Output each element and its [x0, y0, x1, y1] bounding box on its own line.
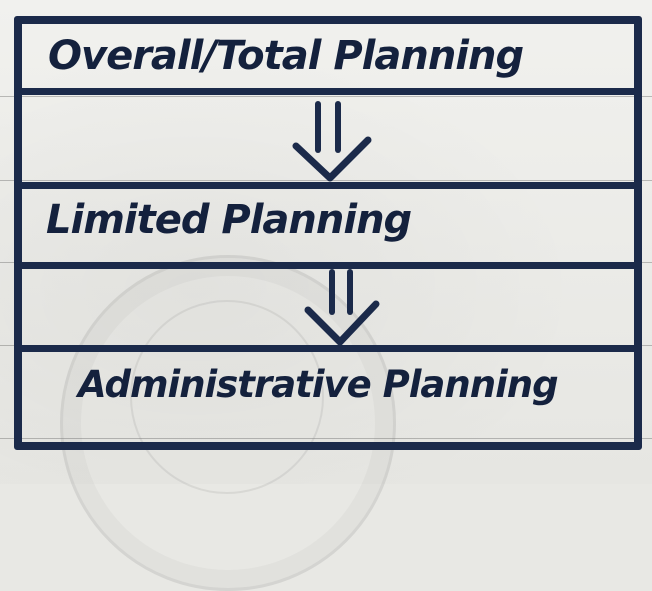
down-arrow-icon — [292, 101, 372, 182]
paper-rule — [0, 96, 652, 97]
diagram-outer-frame — [14, 16, 642, 450]
box-label-limited-planning: Limited Planning — [46, 197, 412, 243]
box-label-overall-planning: Overall/Total Planning — [48, 33, 524, 79]
box-divider — [22, 88, 636, 95]
box-divider — [22, 345, 636, 352]
paper-rule — [0, 180, 652, 181]
down-arrow-icon — [304, 269, 380, 346]
box-label-administrative-planning: Administrative Planning — [78, 363, 559, 406]
box-divider — [22, 262, 636, 269]
box-divider — [22, 182, 636, 189]
